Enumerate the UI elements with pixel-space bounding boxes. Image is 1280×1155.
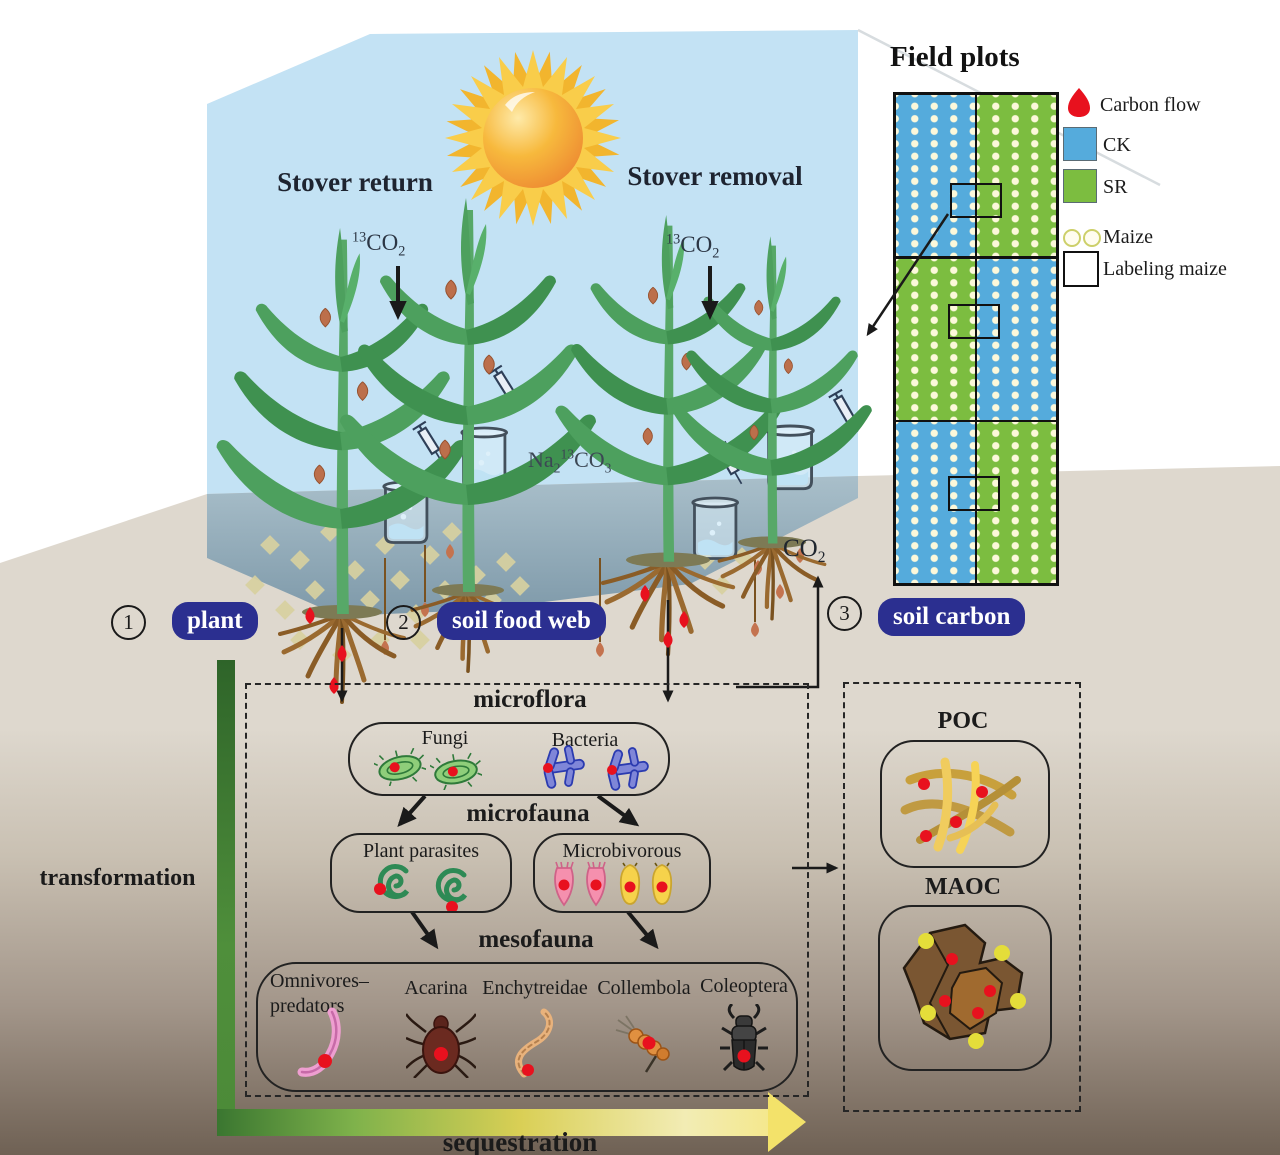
- na2co3-label: Na213CO3: [528, 446, 612, 476]
- field-plots-grid: [893, 92, 1059, 586]
- co2-release-arrow: [736, 575, 824, 689]
- fungi-icon: [430, 752, 482, 790]
- stage-2-pill: soil food web: [437, 602, 606, 640]
- collembola-label: Collembola: [597, 977, 691, 999]
- plot-cell: [896, 95, 975, 256]
- stover-removal-label: Stover removal: [627, 161, 803, 191]
- trophic-arrows: [397, 794, 659, 950]
- collembola-icon: [615, 1015, 670, 1073]
- bacteria-icon: [543, 745, 585, 789]
- microbivorous-box: Microbivorous: [533, 833, 711, 913]
- microbivore-icon: [651, 862, 673, 905]
- poc-box: [880, 740, 1050, 868]
- microfauna-heading: microfauna: [466, 800, 590, 827]
- poc-heading: POC: [937, 708, 989, 734]
- legend-sr: SR: [1103, 176, 1128, 198]
- plot-cell: [977, 422, 1056, 583]
- sequestration-bar: [217, 1109, 768, 1136]
- stage-3-pill: soil carbon: [878, 598, 1026, 636]
- maoc-box: [878, 905, 1052, 1071]
- food-web-dashed-box: [245, 683, 809, 1097]
- enchytreidae-label: Enchytreidae: [482, 977, 588, 999]
- transformation-label: transformation: [39, 865, 196, 891]
- plant-parasite-icon: [374, 864, 410, 900]
- carbon-flow-icon: [1068, 88, 1090, 117]
- mesofauna-heading: mesofauna: [478, 926, 594, 953]
- sr-swatch: [1063, 169, 1097, 203]
- microbivore-icon: [619, 862, 641, 905]
- coleoptera-label: Coleoptera: [700, 975, 788, 997]
- coleoptera-icon: [720, 1004, 768, 1072]
- microflora-box: Fungi Bacteria: [348, 722, 670, 796]
- legend-labeling-maize: Labeling maize: [1103, 258, 1227, 280]
- co2-soil-label: CO2: [783, 535, 826, 566]
- plot-cell: [896, 422, 975, 583]
- omnivores-predators-label: Omnivores–predators: [270, 970, 369, 1017]
- legend-maize: Maize: [1103, 226, 1153, 248]
- plant-parasite-icon: [435, 868, 468, 911]
- omnivore-predator-icon: [297, 1007, 341, 1077]
- plot-cell: [896, 258, 975, 420]
- labeling-maize-rect: [948, 304, 1000, 339]
- microflora-heading: microflora: [473, 686, 587, 713]
- legend-carbon-flow: Carbon flow: [1100, 94, 1201, 116]
- labeling-maize-rect: [950, 183, 1002, 218]
- co2-label-left: 13CO2: [352, 229, 406, 260]
- transformation-bar: [217, 660, 235, 1135]
- stage-1-pill: plant: [172, 602, 258, 640]
- stage-2-number: 2: [386, 605, 421, 640]
- stage-3-number: 3: [827, 596, 862, 631]
- maize-swatch: [1063, 229, 1103, 252]
- soil-carbon-dashed-box: [843, 682, 1081, 1112]
- labeling-maize-swatch: [1063, 251, 1099, 287]
- maoc-icon: [902, 923, 1026, 1049]
- microbivore-icon: [586, 861, 606, 907]
- bacteria-icon: [607, 747, 649, 791]
- co2-label-right: 13CO2: [666, 231, 720, 262]
- stage-1-number: 1: [111, 605, 146, 640]
- fungi-icon: [374, 748, 426, 786]
- poc-icon: [900, 757, 1021, 854]
- microbivore-icon: [554, 861, 574, 907]
- ck-swatch: [1063, 127, 1097, 161]
- stover-return-label: Stover return: [277, 167, 433, 197]
- plant-parasites-label: Plant parasites: [362, 840, 480, 862]
- acarina-label: Acarina: [404, 977, 468, 999]
- plot-cell: [977, 95, 1056, 256]
- acarina-icon: [406, 1013, 476, 1078]
- sun-icon: [445, 50, 621, 226]
- maoc-heading: MAOC: [925, 874, 1001, 900]
- sequestration-label: sequestration: [442, 1127, 598, 1155]
- fungi-label: Fungi: [421, 727, 469, 749]
- microbivorous-label: Microbivorous: [562, 840, 682, 862]
- mesofauna-box: Omnivores–predators Acarina Enchytreidae…: [256, 962, 798, 1092]
- plot-cell: [977, 258, 1056, 420]
- field-plots-title: Field plots: [890, 41, 1020, 73]
- enchytreidae-icon: [515, 1008, 554, 1078]
- legend-ck: CK: [1103, 134, 1131, 156]
- plant-parasites-box: Plant parasites: [330, 833, 512, 913]
- labeling-maize-rect: [948, 476, 1000, 511]
- sequestration-arrowhead: [768, 1092, 806, 1152]
